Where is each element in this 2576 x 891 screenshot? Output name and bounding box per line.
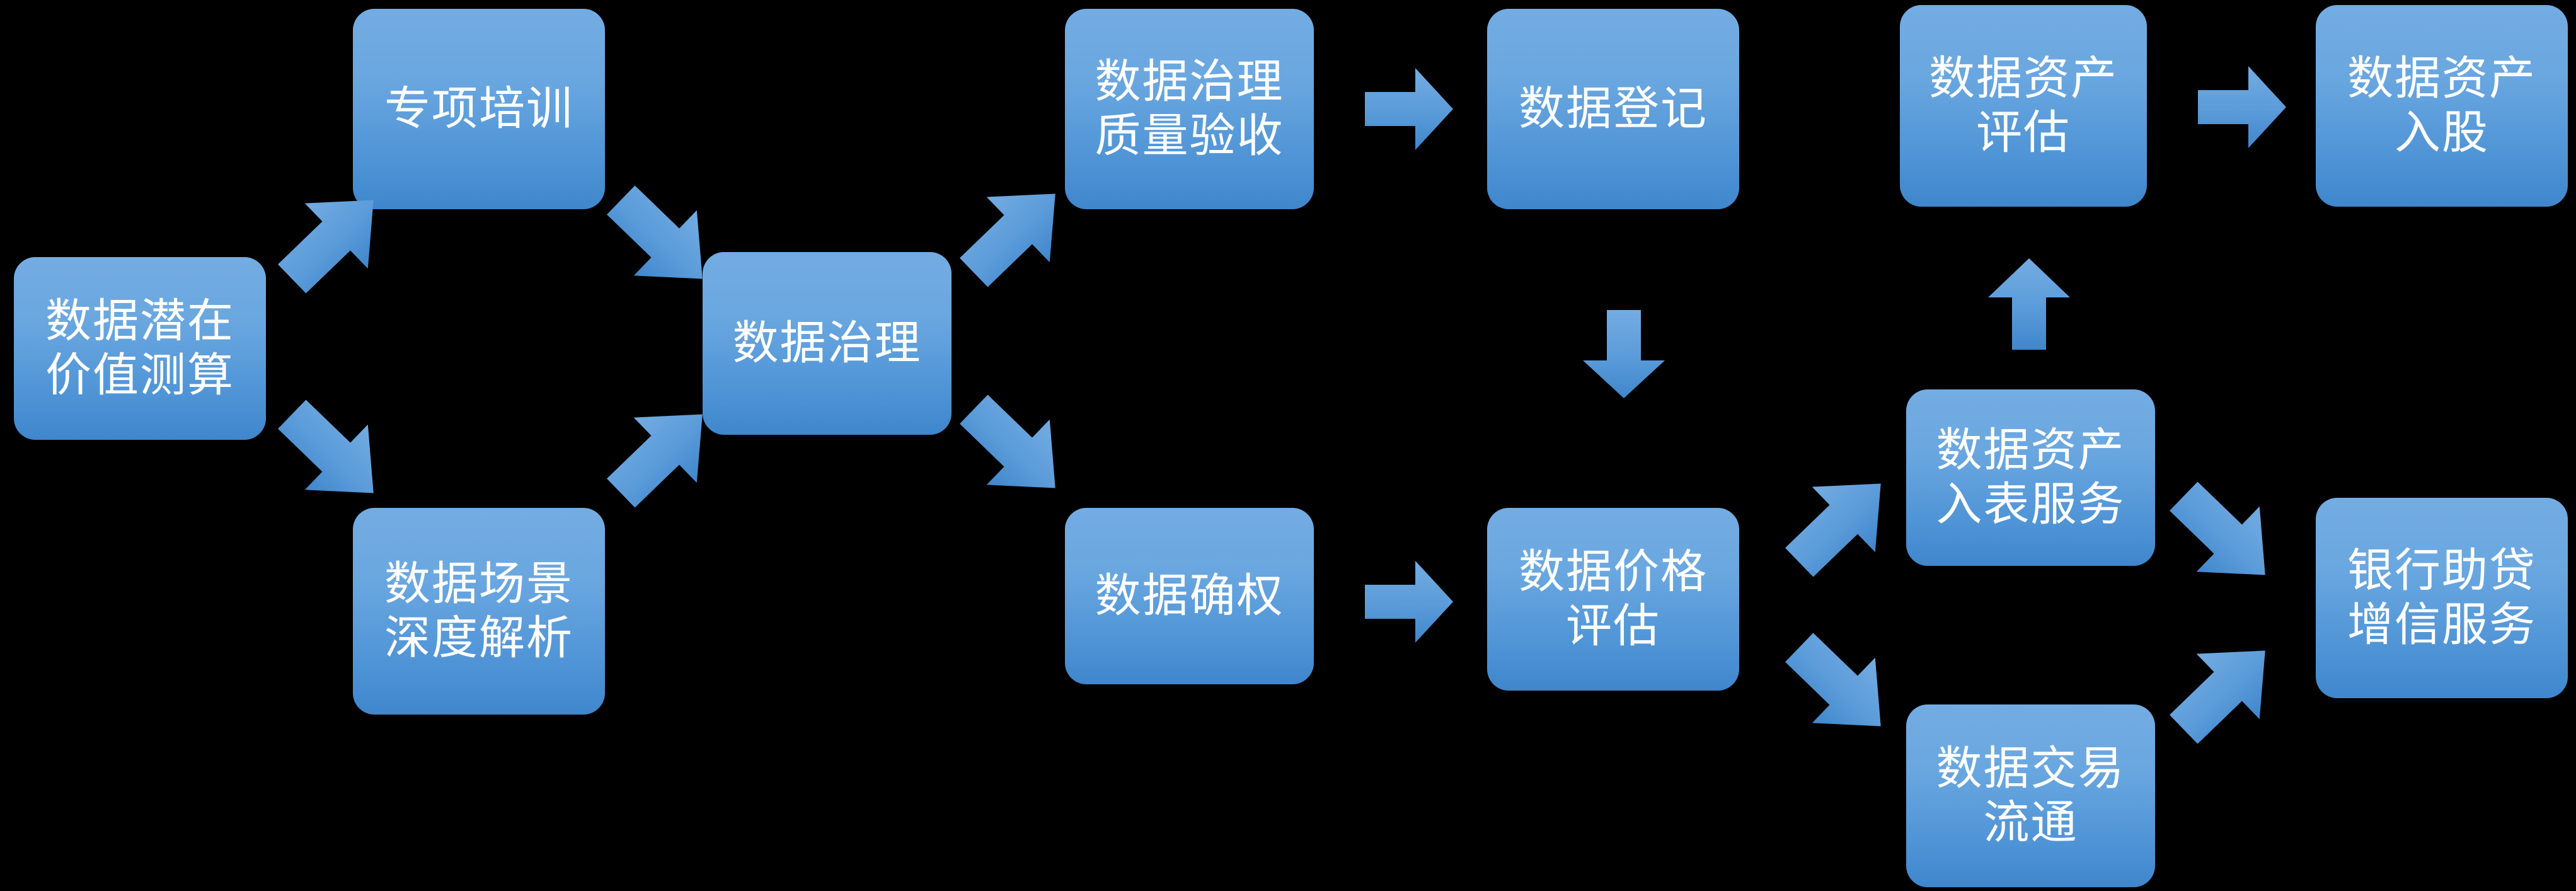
node-label: 数据场景深度解析 bbox=[384, 558, 573, 664]
arrow-trading-to-bank bbox=[2149, 614, 2301, 766]
node-data-trading-circulation[interactable]: 数据交易流通 bbox=[1906, 704, 2155, 887]
arrow-potential-to-training bbox=[257, 164, 409, 315]
node-data-rights-confirmation[interactable]: 数据确权 bbox=[1065, 508, 1314, 684]
node-asset-on-balance-sheet-service[interactable]: 数据资产入表服务 bbox=[1906, 389, 2155, 566]
node-label: 数据治理 bbox=[732, 317, 922, 369]
arrow-governance-to-quality bbox=[939, 158, 1091, 309]
node-asset-valuation[interactable]: 数据资产评估 bbox=[1900, 5, 2147, 207]
arrow-balance-sheet-to-bank bbox=[2149, 460, 2301, 611]
arrow-training-to-governance bbox=[586, 164, 738, 315]
node-data-potential-value[interactable]: 数据潜在价值测算 bbox=[14, 257, 266, 440]
node-special-training[interactable]: 专项培训 bbox=[353, 9, 605, 209]
node-label: 数据资产入表服务 bbox=[1936, 424, 2125, 530]
node-label: 数据登记 bbox=[1519, 83, 1708, 134]
node-governance-quality-acceptance[interactable]: 数据治理质量验收 bbox=[1065, 9, 1314, 209]
arrow-governance-to-rights bbox=[939, 373, 1091, 524]
node-label: 数据价格评估 bbox=[1519, 546, 1708, 652]
node-label: 专项培训 bbox=[384, 83, 573, 134]
node-data-governance[interactable]: 数据治理 bbox=[703, 252, 952, 435]
node-label: 数据治理质量验收 bbox=[1095, 55, 1284, 161]
node-label: 数据资产入股 bbox=[2347, 52, 2536, 158]
arrow-quality-to-registration bbox=[1365, 68, 1453, 150]
node-data-registration[interactable]: 数据登记 bbox=[1487, 9, 1739, 209]
arrow-registration-to-price bbox=[1583, 310, 1665, 398]
node-label: 数据交易流通 bbox=[1936, 742, 2125, 848]
node-label: 数据确权 bbox=[1095, 570, 1284, 621]
node-scenario-analysis[interactable]: 数据场景深度解析 bbox=[353, 508, 605, 715]
arrow-balance-sheet-to-valuation bbox=[1988, 258, 2070, 350]
arrow-scenario-to-governance bbox=[586, 378, 738, 529]
node-price-assessment[interactable]: 数据价格评估 bbox=[1487, 508, 1739, 691]
node-label: 数据潜在价值测算 bbox=[45, 295, 234, 401]
arrow-price-to-trading bbox=[1764, 611, 1916, 762]
node-bank-credit-enhancement-service[interactable]: 银行助贷增信服务 bbox=[2316, 498, 2568, 698]
node-label: 银行助贷增信服务 bbox=[2347, 544, 2536, 650]
arrow-valuation-to-equity bbox=[2198, 66, 2286, 148]
node-label: 数据资产评估 bbox=[1929, 52, 2118, 158]
node-asset-equity[interactable]: 数据资产入股 bbox=[2316, 5, 2568, 207]
arrow-potential-to-scenario bbox=[257, 378, 409, 529]
arrow-price-to-balance-sheet bbox=[1764, 447, 1916, 599]
arrow-rights-to-price bbox=[1365, 561, 1453, 643]
